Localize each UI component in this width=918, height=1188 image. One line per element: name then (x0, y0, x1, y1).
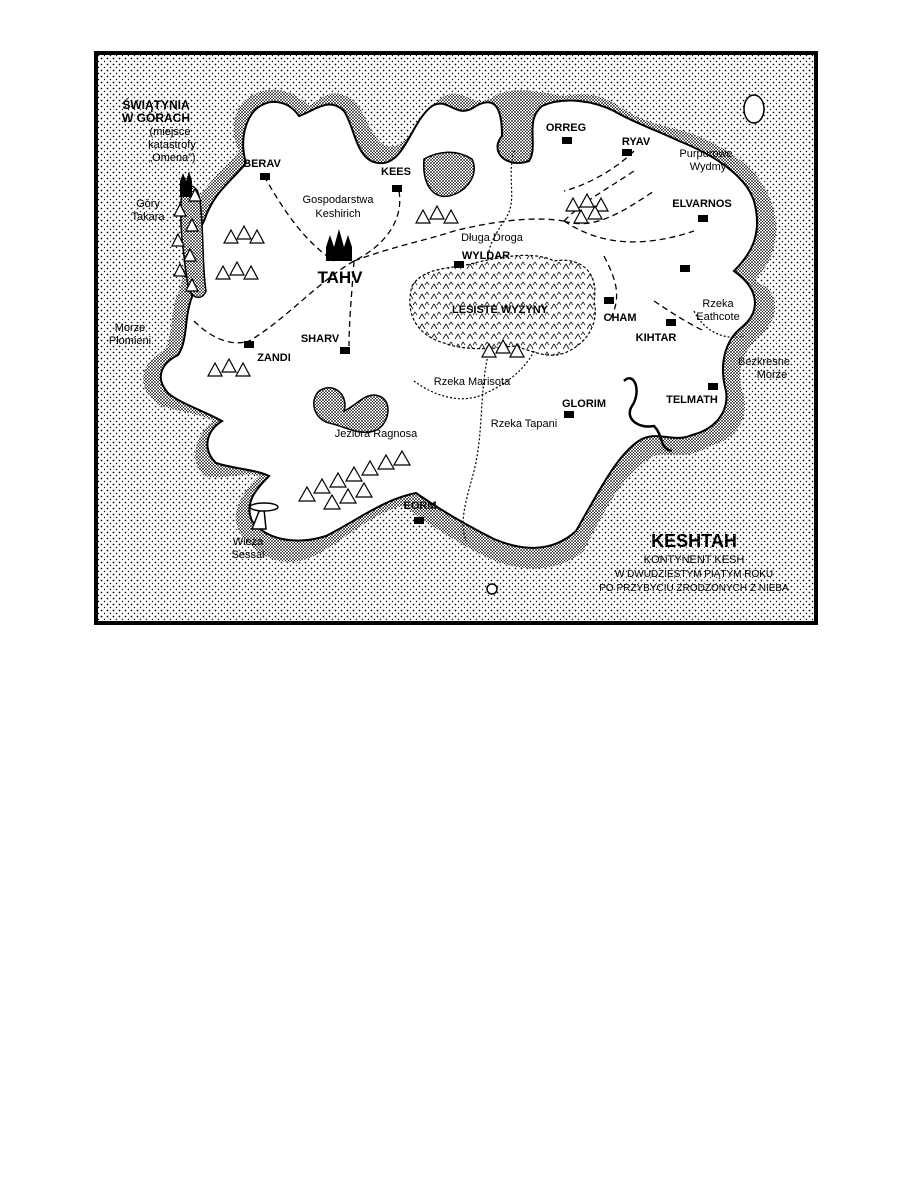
island-s (486, 583, 498, 595)
river-glorim (623, 377, 673, 453)
city-zandi: ZANDI (257, 352, 291, 364)
map-subtitle-2: W DWUDZIESTYM PIĄTYM ROKU (615, 569, 773, 580)
tahv-castle-icon (326, 229, 352, 261)
label-wydmy: Wydmy (690, 161, 727, 173)
city-glorim: GLORIM (562, 398, 606, 410)
temple-icon (180, 171, 192, 197)
label-bezkresne-morze: Morze (757, 369, 788, 381)
map-title: KESHTAH (651, 531, 737, 551)
roads (193, 150, 705, 347)
city-cham: CHAM (604, 312, 637, 324)
tower-sessal-icon (249, 502, 279, 530)
mountains-kees (414, 204, 460, 224)
label-takara: Takara (131, 211, 165, 223)
map-subtitle-3: PO PRZYBYCIU ZRODZONYCH Z NIEBA (599, 583, 789, 594)
mountains-ryav (564, 192, 610, 224)
label-bezkresne: Bezkresne (738, 356, 790, 368)
svg-text:W GÓRACH: W GÓRACH (122, 110, 190, 125)
rivers (413, 150, 745, 542)
region-lesiste-wyzyny: LESISTE WYŻYNY (452, 303, 549, 316)
city-orreg: ORREG (546, 122, 586, 134)
label-dluga-droga: Długa Droga (461, 232, 524, 244)
label-purpurowe: Purpurowe (679, 148, 732, 160)
label-plomieni: Płomieni (109, 335, 151, 347)
mountains-south (297, 449, 412, 510)
city-ryav: RYAV (622, 136, 651, 148)
svg-text:katastrofy: katastrofy (148, 139, 196, 151)
label-rzeka-tapani: Rzeka Tapani (491, 418, 557, 430)
mountains-berav (214, 224, 266, 280)
mountains-zandi (206, 357, 252, 377)
map-subtitle-1: KONTYNENT KESH (644, 554, 745, 566)
mountains-central (480, 338, 526, 358)
gulf-west (179, 185, 207, 299)
city-kihtar: KIHTAR (636, 332, 677, 344)
label-rzeka-eathcote-1: Rzeka (702, 298, 734, 310)
island-ne (743, 94, 765, 124)
city-eorm: EORM (404, 500, 437, 512)
label-rzeka-marisota: Rzeka Marisota (434, 376, 511, 388)
city-wyldar: WYLDAR (462, 250, 510, 262)
label-rzeka-eathcote-2: Eathcote (696, 311, 739, 323)
bay-kees (423, 151, 475, 198)
label-wieza: Wieża (233, 536, 264, 548)
lakes-ragnosa (313, 387, 389, 434)
label-jeziora-ragnosa: Jeziora Ragnosa (335, 428, 418, 440)
city-elvarnos: ELVARNOS (672, 198, 732, 210)
svg-text:„Omena”): „Omena”) (148, 152, 195, 164)
city-sharv: SHARV (301, 333, 340, 345)
label-gory: Góry (136, 198, 160, 210)
city-telmath: TELMATH (666, 394, 718, 406)
svg-text:(miejsce: (miejsce (150, 126, 191, 138)
label-gospodarstwa: Gospodarstwa (303, 194, 375, 206)
city-berav: BERAV (243, 158, 281, 170)
town-markers (244, 137, 718, 524)
label-morze: Morze (115, 322, 146, 334)
forest-lesiste-wyzyny (409, 254, 596, 356)
svg-text:ŚWIĄTYNIA: ŚWIĄTYNIA (122, 97, 190, 112)
label-sessal: Sessal (231, 549, 264, 561)
city-kees: KEES (381, 166, 411, 178)
temple-label: ŚWIĄTYNIA W GÓRACH (miejsce katastrofy „… (122, 97, 196, 164)
keshtah-map: ŚWIĄTYNIA W GÓRACH (miejsce katastrofy „… (94, 51, 818, 625)
label-keshirich: Keshirich (315, 208, 360, 220)
city-tahv: TAHV (317, 268, 363, 287)
